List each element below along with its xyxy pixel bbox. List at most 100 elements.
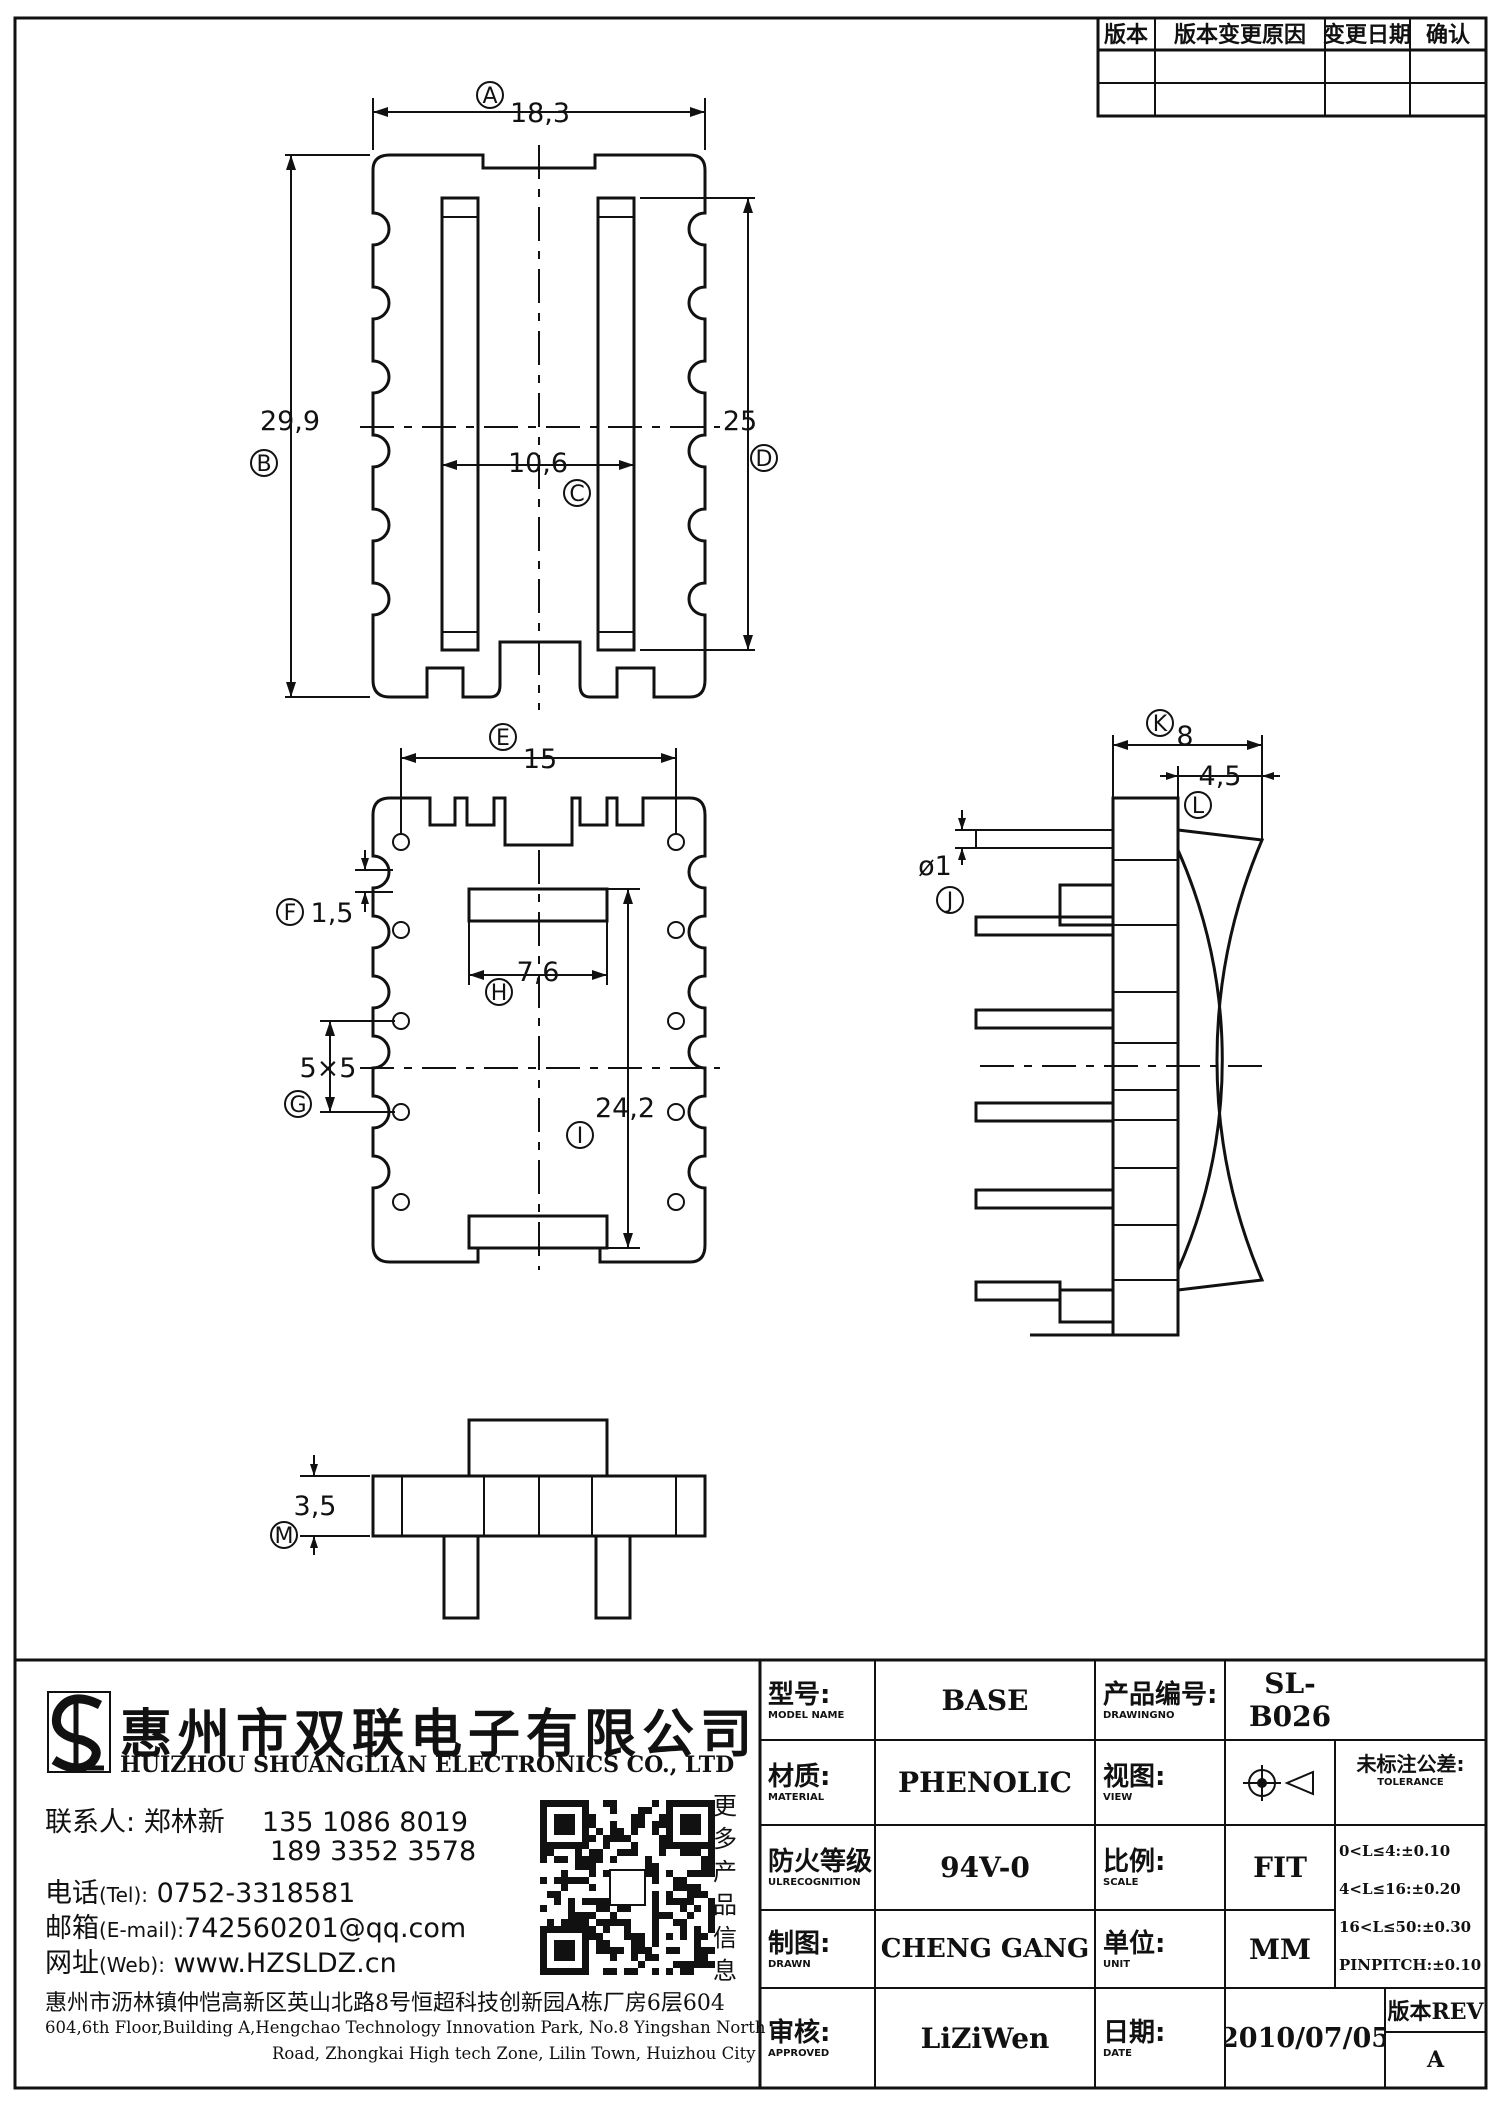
dim-c-id: C: [569, 482, 584, 507]
dimension-b: 29,9 B: [250, 154, 370, 698]
qr-module: [617, 1919, 624, 1926]
qr-module: [561, 1954, 568, 1961]
qr-module: [687, 1870, 694, 1877]
drawing-label: 产品编号:: [1103, 1679, 1218, 1710]
qr-module: [708, 1856, 715, 1863]
top-view: [360, 145, 720, 710]
qr-module: [603, 1947, 610, 1954]
tolerance-list: 0<L≤4:±0.10 4<L≤16:±0.20 16<L≤50:±0.30 P…: [1339, 1832, 1486, 1984]
qr-module: [596, 1828, 603, 1835]
tolerance-label-cell: 未标注公差: TOLERANCE: [1335, 1748, 1486, 1788]
qr-module: [540, 1926, 547, 1933]
dim-i-id: I: [577, 1124, 584, 1149]
dim-j-value: ø1: [918, 851, 952, 882]
qr-module: [561, 1842, 568, 1849]
qr-module: [603, 1919, 610, 1926]
qr-module: [575, 1926, 582, 1933]
date-sub: DATE: [1103, 2047, 1132, 2059]
qr-module: [701, 1863, 708, 1870]
qr-module: [596, 1905, 603, 1912]
rev-value: A: [1426, 2047, 1445, 2073]
qr-module: [694, 1828, 701, 1835]
qr-module: [589, 1863, 596, 1870]
qr-module: [624, 1835, 631, 1842]
qr-module: [554, 1800, 561, 1807]
revision-table: 版本 版本变更原因 变更日期 确认: [1096, 16, 1488, 118]
dim-h-value: 7,6: [517, 957, 560, 988]
company-logo-icon: [47, 1691, 111, 1773]
qr-module: [561, 1968, 568, 1975]
unit-label-cell: 单位: UNIT: [1095, 1910, 1225, 1988]
qr-module: [582, 1926, 589, 1933]
qr-module: [680, 1884, 687, 1891]
tel-line: 电话(Tel): 0752-3318581: [45, 1871, 355, 1910]
qr-module: [575, 1856, 582, 1863]
qr-module: [624, 1905, 631, 1912]
qr-module: [708, 1835, 715, 1842]
qr-module: [603, 1940, 610, 1947]
dim-l-value: 4,5: [1199, 761, 1242, 792]
qr-module: [603, 1905, 610, 1912]
contact-label: 联系人:: [45, 1807, 136, 1838]
qr-module: [568, 1912, 575, 1919]
tolerance-item: 0<L≤4:±0.10: [1339, 1842, 1451, 1860]
qr-caption-char: 更: [713, 1792, 737, 1820]
dim-g-id: G: [289, 1093, 306, 1118]
qr-module: [589, 1849, 596, 1856]
dimension-h: 7,6 H: [468, 921, 608, 1006]
qr-module: [554, 1891, 561, 1898]
qr-module: [582, 1807, 589, 1814]
dimension-l: 4,5 L: [1160, 761, 1280, 830]
qr-module: [652, 1912, 659, 1919]
qr-caption: 更 多 产 品 信 息: [710, 1790, 740, 1988]
title-block-grid: [15, 1658, 1486, 2088]
qr-module: [540, 1947, 547, 1954]
qr-module: [554, 1940, 561, 1947]
qr-module: [540, 1800, 547, 1807]
dim-d-value: 25: [723, 406, 757, 437]
qr-module: [603, 1835, 610, 1842]
approved-value: LiZiWen: [920, 2021, 1050, 2055]
dim-a-id: A: [482, 84, 497, 109]
qr-module: [708, 1898, 715, 1905]
qr-module: [540, 1905, 547, 1912]
date-value: 2010/07/05: [1225, 2022, 1385, 2054]
web-url[interactable]: www.HZSLDZ.cn: [173, 1948, 397, 1979]
email-label: 邮箱: [45, 1913, 99, 1944]
qr-module: [666, 1821, 673, 1828]
date-label: 日期:: [1103, 2017, 1166, 2048]
qr-module: [561, 1926, 568, 1933]
qr-module: [701, 1856, 708, 1863]
top-view-slot-left: [440, 196, 480, 652]
qr-module: [638, 1947, 645, 1954]
qr-module: [582, 1954, 589, 1961]
qr-module: [701, 1800, 708, 1807]
email-address[interactable]: 742560201@qq.com: [184, 1913, 467, 1944]
scale-sub: SCALE: [1103, 1877, 1139, 1888]
qr-module: [561, 1870, 568, 1877]
qr-module: [582, 1821, 589, 1828]
qr-module: [561, 1947, 568, 1954]
qr-module: [596, 1940, 603, 1947]
address-cn: 惠州市沥林镇仲恺高新区英山北路8号恒超科技创新园A栋厂房6层604: [45, 1991, 725, 2016]
qr-module: [631, 1940, 638, 1947]
qr-caption-char: 品: [713, 1891, 737, 1919]
qr-module: [694, 1933, 701, 1940]
address-en-2: Road, Zhongkai High tech Zone, Lilin Tow…: [272, 2044, 756, 2063]
qr-module: [596, 1919, 603, 1926]
qr-module: [631, 1849, 638, 1856]
qr-module: [589, 1870, 596, 1877]
qr-module: [631, 1842, 638, 1849]
qr-module: [694, 1961, 701, 1968]
unit-sub: UNIT: [1103, 1958, 1131, 1970]
qr-module: [540, 1856, 547, 1863]
qr-module: [666, 1835, 673, 1842]
qr-module: [659, 1835, 666, 1842]
qr-module: [582, 1968, 589, 1975]
qr-module: [589, 1856, 596, 1863]
qr-module: [652, 1898, 659, 1905]
qr-module: [575, 1842, 582, 1849]
qr-module: [582, 1835, 589, 1842]
qr-module: [568, 1905, 575, 1912]
qr-module: [554, 1968, 561, 1975]
